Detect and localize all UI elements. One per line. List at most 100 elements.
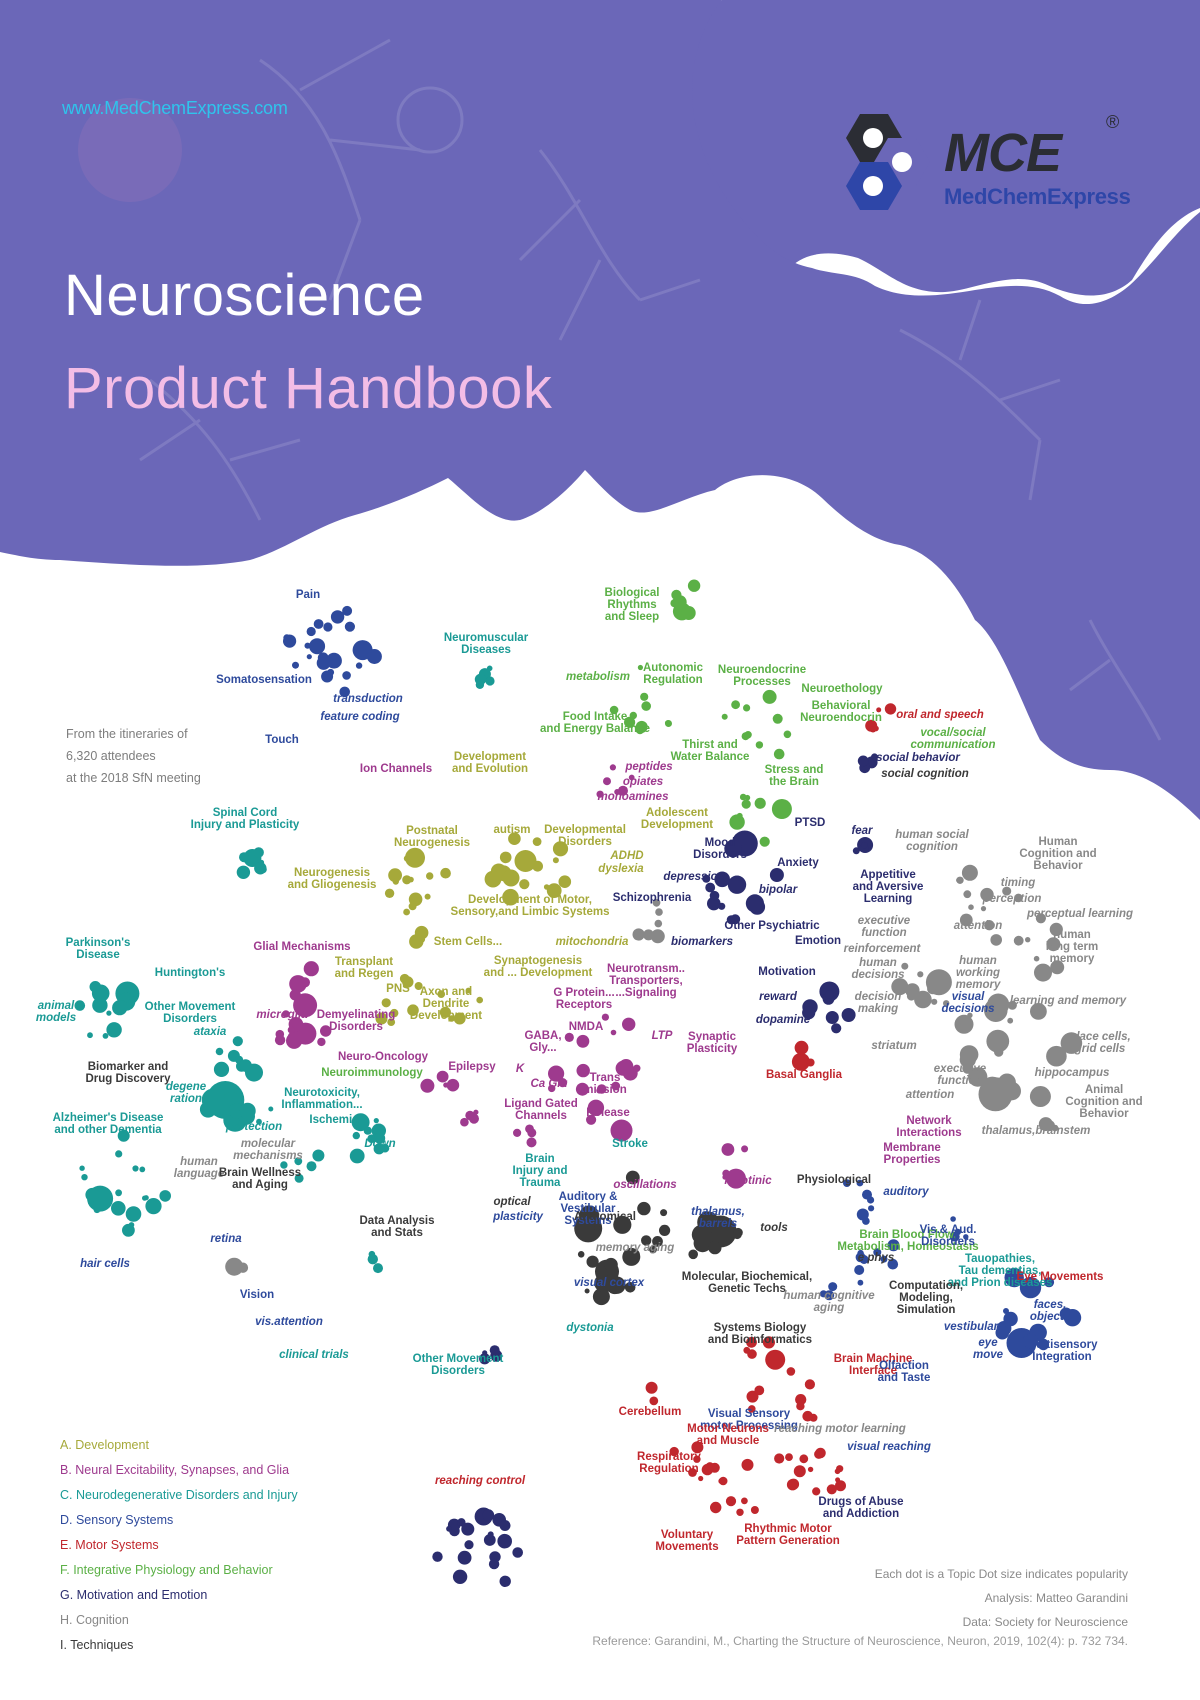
topic-label: hair cells <box>80 1258 130 1270</box>
topic-dot <box>741 732 750 741</box>
topic-dot <box>732 1230 742 1240</box>
topic-label: Ca Glu <box>530 1078 567 1090</box>
topic-dot <box>388 868 402 883</box>
topic-label: Down <box>364 1138 395 1150</box>
topic-dot <box>794 1040 809 1055</box>
topic-dot <box>532 860 543 872</box>
topic-dot <box>1003 1311 1018 1327</box>
topic-dot <box>633 1064 641 1073</box>
topic-dot <box>1023 1333 1039 1349</box>
topic-dot <box>402 875 412 885</box>
topic-dot <box>303 961 319 977</box>
topic-label: dystonia <box>566 1322 614 1334</box>
topic-dot <box>552 857 559 864</box>
topic-dot <box>741 1458 754 1471</box>
topic-dot <box>121 1223 135 1237</box>
topic-dot <box>106 1010 112 1016</box>
website-url[interactable]: www.MedChemExpress.com <box>62 98 288 118</box>
topic-dot <box>596 790 604 798</box>
topic-dot <box>641 1235 652 1246</box>
topic-dot <box>390 1008 399 1018</box>
topic-dot <box>610 1029 617 1036</box>
topic-label: visual reaching <box>847 1441 931 1453</box>
topic-dot <box>1033 955 1040 962</box>
topic-dot <box>476 996 484 1004</box>
topic-dot <box>575 1082 589 1096</box>
topic-dot <box>624 716 636 728</box>
topic-dot <box>708 1241 722 1255</box>
topic-dot <box>783 730 792 739</box>
topic-dot <box>403 908 410 916</box>
topic-dot <box>294 1157 303 1166</box>
topic-dot <box>112 1000 128 1016</box>
topic-dot <box>664 720 671 726</box>
topic-dot <box>806 1058 815 1067</box>
topic-label: perceptual learning <box>1026 908 1133 920</box>
topic-dot <box>576 1063 590 1078</box>
topic-dot <box>670 599 679 608</box>
topic-dot <box>857 755 869 767</box>
topic-dot <box>283 634 291 642</box>
topic-dot <box>514 850 537 872</box>
topic-dot <box>85 1187 100 1202</box>
topic-label: Cerebellum <box>619 1406 682 1418</box>
topic-label: attention <box>954 920 1003 932</box>
topic-dot <box>326 652 342 669</box>
topic-dot <box>931 998 938 1005</box>
topic-dot <box>917 971 924 978</box>
topic-dot <box>159 1190 171 1202</box>
topic-label: Vision <box>240 1289 274 1301</box>
topic-dot <box>654 919 663 928</box>
topic-dot <box>461 1522 475 1536</box>
topic-dot <box>914 990 932 1009</box>
topic-dot <box>628 1248 640 1261</box>
topic-label: nicotinic <box>724 1175 772 1187</box>
topic-dot <box>1007 1017 1014 1024</box>
mce-logo[interactable]: MCE ® MedChemExpress <box>832 108 1132 218</box>
topic-dot <box>603 777 611 786</box>
topic-label: feature coding <box>320 711 399 723</box>
topic-dot <box>746 1390 759 1403</box>
topic-dot <box>950 1216 956 1222</box>
topic-dot <box>618 1059 634 1074</box>
topic-label: Schizophrenia <box>613 892 692 904</box>
topic-label: thalamus,brainstem <box>982 1125 1091 1137</box>
topic-dot <box>280 1161 288 1169</box>
topic-dot <box>825 1011 839 1024</box>
topic-dot <box>660 1209 668 1217</box>
topic-dot <box>765 1349 786 1370</box>
topic-dot <box>482 1509 495 1521</box>
topic-dot <box>701 1463 714 1476</box>
topic-label: plasticity <box>492 1211 543 1223</box>
topic-label: optical <box>493 1196 531 1208</box>
topic-dot <box>986 1029 1010 1053</box>
topic-dot <box>671 589 682 601</box>
topic-dot <box>1046 937 1061 952</box>
topic-dot <box>546 883 562 898</box>
topic-dot <box>785 1453 793 1461</box>
topic-dot <box>384 888 395 898</box>
topic-label: thalamus,barrels <box>691 1206 745 1230</box>
topic-dot <box>508 832 521 845</box>
topic-dot <box>802 1410 813 1422</box>
category-legend: A. Development B. Neural Excitability, S… <box>60 1433 298 1658</box>
topic-label: metabolism <box>566 671 630 683</box>
topic-dot <box>79 1165 85 1171</box>
topic-dot <box>259 865 267 874</box>
topic-dot <box>828 1282 838 1292</box>
topic-dot <box>812 1487 821 1496</box>
topic-label: PNS <box>386 983 410 995</box>
topic-dot <box>959 1045 979 1064</box>
